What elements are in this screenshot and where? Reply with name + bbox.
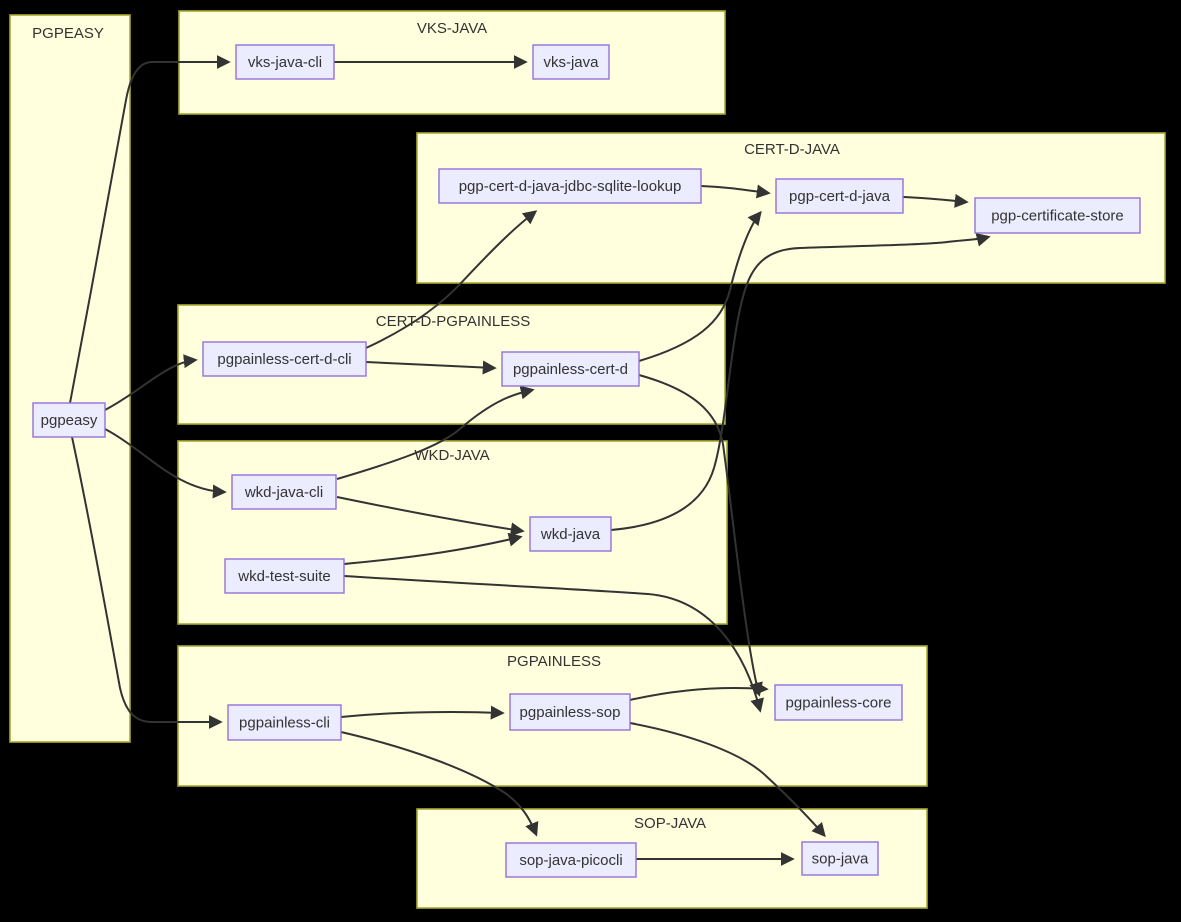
node-label-pgp-cert-d-java: pgp-cert-d-java xyxy=(789,188,891,205)
group-title-pgpeasy-group: PGPEASY xyxy=(32,25,104,42)
edge-pgpeasy--wkd-java-cli xyxy=(104,428,227,499)
node-label-pgpainless-sop: pgpainless-sop xyxy=(520,704,621,721)
node-pgp-cert-d-java xyxy=(775,178,904,214)
edge-pgpainless-cert-d-cli--pgpainless-cert-d xyxy=(365,360,497,375)
node-wkd-test-suite xyxy=(224,558,345,594)
edge-pgpeasy--pgpainless-cli xyxy=(71,436,223,729)
edge-pgpeasy--vks-java-cli xyxy=(69,55,231,404)
node-sop-java xyxy=(801,841,879,876)
edge-pgpainless-cert-d--pgpainless-core xyxy=(638,374,763,697)
edge-wkd-java-cli--wkd-java xyxy=(336,496,525,537)
group-title-cert-d-java-group: CERT-D-JAVA xyxy=(744,141,840,158)
edge-pgp-cert-d-java--pgp-certificate-store xyxy=(902,193,969,208)
node-label-wkd-test-suite: wkd-test-suite xyxy=(237,568,331,585)
group-title-wkd-java-group: WKD-JAVA xyxy=(414,447,489,464)
node-label-pgp-certificate-store: pgp-certificate-store xyxy=(991,208,1124,225)
node-wkd-java xyxy=(529,516,612,552)
node-pgp-certificate-store xyxy=(974,197,1141,234)
node-pgpainless-cli xyxy=(227,704,342,741)
edge-pgpainless-cli--pgpainless-sop xyxy=(340,705,505,720)
edge-wkd-java-cli--pgpainless-cert-d xyxy=(336,385,535,480)
node-pgpainless-cert-d-cli xyxy=(202,341,367,377)
node-vks-java xyxy=(532,44,610,80)
node-pgpainless-core xyxy=(774,684,903,721)
edge-wkd-test-suite--pgpainless-core xyxy=(343,575,764,713)
node-pgpainless-sop xyxy=(509,693,631,731)
node-label-pgpeasy: pgpeasy xyxy=(41,412,98,429)
group-title-vks-java-group: VKS-JAVA xyxy=(417,20,487,37)
group-title-pgpainless-group: PGPAINLESS xyxy=(507,653,601,670)
node-label-vks-java: vks-java xyxy=(543,54,599,71)
node-label-wkd-java: wkd-java xyxy=(540,526,601,543)
node-label-sop-java: sop-java xyxy=(812,851,869,868)
edge-pgpainless-sop--pgpainless-core xyxy=(629,681,769,701)
edge-pgpainless-sop--sop-java xyxy=(629,722,826,838)
node-label-sop-java-picocli: sop-java-picocli xyxy=(519,852,622,869)
node-pgpeasy xyxy=(32,402,106,438)
node-vks-java-cli xyxy=(235,44,335,80)
group-wkd-java-group xyxy=(177,440,728,625)
edge-pgpainless-cert-d-cli--pgp-cert-d-java-jdbc-sqlite-lookup xyxy=(365,210,538,349)
node-label-pgpainless-cert-d: pgpainless-cert-d xyxy=(513,361,628,378)
node-label-pgpainless-cli: pgpainless-cli xyxy=(239,715,330,732)
edge-pgpeasy--pgpainless-cert-d-cli xyxy=(104,354,198,411)
group-title-cert-d-pgpainless-group: CERT-D-PGPAINLESS xyxy=(376,313,530,330)
edge-pgp-cert-d-java-jdbc-sqlite-lookup--pgp-cert-d-java xyxy=(700,184,771,199)
node-label-wkd-java-cli: wkd-java-cli xyxy=(244,484,323,501)
group-title-sop-java-group: SOP-JAVA xyxy=(634,815,706,832)
node-pgp-cert-d-java-jdbc-sqlite-lookup xyxy=(438,168,702,204)
edge-wkd-test-suite--wkd-java xyxy=(343,532,523,565)
node-sop-java-picocli xyxy=(505,842,637,878)
edge-pgpainless-cli--sop-java-picocli xyxy=(340,731,539,837)
edge-wkd-java--pgp-certificate-store xyxy=(610,232,991,531)
node-label-vks-java-cli: vks-java-cli xyxy=(248,54,322,71)
node-wkd-java-cli xyxy=(231,474,337,510)
edge-pgpainless-cert-d--pgp-cert-d-java xyxy=(638,210,762,362)
node-label-pgpainless-cert-d-cli: pgpainless-cert-d-cli xyxy=(217,351,351,368)
node-pgpainless-cert-d xyxy=(501,351,640,387)
node-label-pgpainless-core: pgpainless-core xyxy=(786,695,892,712)
group-pgpeasy-group xyxy=(9,14,131,743)
node-label-pgp-cert-d-java-jdbc-sqlite-lookup: pgp-cert-d-java-jdbc-sqlite-lookup xyxy=(459,178,682,195)
